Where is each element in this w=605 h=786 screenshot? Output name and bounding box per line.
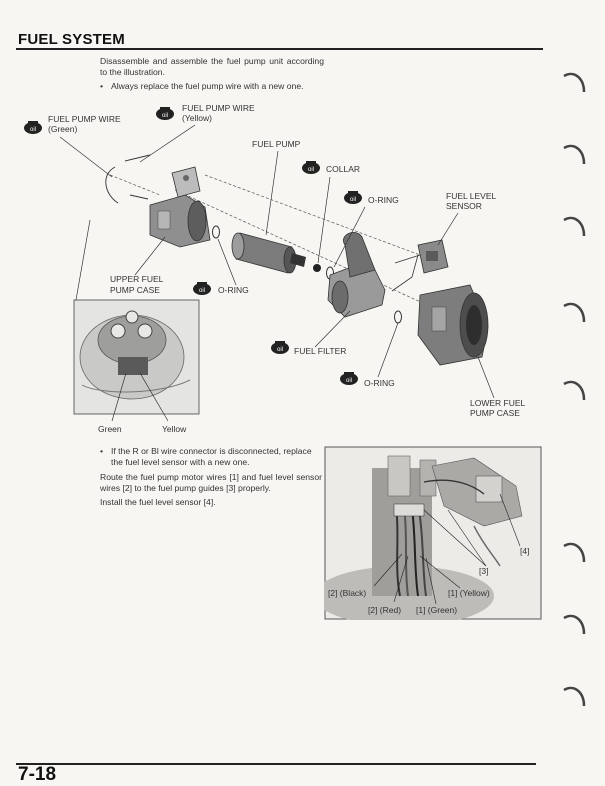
oil-icon-green-wire: oil [24,121,42,134]
label-o-ring-middle: O-RING [218,285,249,295]
oil-icon-upper-pump-wire: oil [156,107,174,120]
binder-tab-mark [563,302,586,323]
photo-leader-lines [373,493,521,605]
photo-label-3: [3] [479,566,488,576]
inset-connector-detail [73,299,200,422]
label-fuel-pump: FUEL PUMP [252,139,301,149]
label-upper-fuel: UPPER FUEL [110,274,164,284]
upper-fuel-pump-case [149,166,211,248]
svg-text:oil: oil [350,197,356,203]
photo-label-green: [1] (Green) [416,605,457,615]
label-fuel-pump-wire-green: FUEL PUMP WIRE [48,114,121,124]
svg-text:oil: oil [199,288,205,294]
photo-label-red: [2] (Red) [368,605,401,615]
oil-icon-collar: oil [302,161,320,174]
fuel-pump-wires [105,154,151,204]
label-o-ring-lower: O-RING [364,378,395,388]
label-green: (Green) [48,124,77,134]
binder-tab-mark [563,216,586,237]
binder-tab-mark [563,542,586,563]
label-collar: COLLAR [326,164,360,174]
bullet-connector-disconnected: • If the R or Bl wire connector is disco… [100,446,322,468]
label-fuel-level: FUEL LEVEL [446,191,497,201]
label-lower-fuel: LOWER FUEL [470,398,526,408]
svg-text:oil: oil [308,167,314,173]
binder-tab-mark [563,380,586,401]
label-pump-case-upper: PUMP CASE [110,285,160,295]
photo-label-4: [4] [520,546,529,556]
svg-text:oil: oil [277,347,283,353]
section-title: FUEL SYSTEM [18,31,125,48]
bullet-dot: • [100,81,104,91]
install-sensor-paragraph: Install the fuel level sensor [4]. [100,497,216,507]
route-wires-paragraph: Route the fuel pump motor wires [1] and … [100,472,322,493]
label-o-ring-upper: O-RING [368,195,399,205]
binder-tab-mark [563,144,586,165]
label-inset-yellow: Yellow [162,424,187,434]
svg-text:oil: oil [30,127,36,133]
bullet-replace-wire: • Always replace the fuel pump wire with… [100,81,330,92]
svg-text:oil: oil [346,378,352,384]
binder-tab-mark [563,614,586,635]
oil-icon-o-ring-lower: oil [340,372,358,385]
o-ring-middle-part [212,225,220,239]
photo-label-black: [2] (Black) [328,588,366,598]
fuel-filter-part [327,232,386,318]
bullet-dot: • [100,446,104,456]
exploded-view-diagram: oil oil oil oil oil oil oil FUEL PUMP WI… [24,103,526,434]
intro-paragraph: Disassemble and assemble the fuel pump u… [100,56,324,77]
binder-tab-mark [563,686,586,707]
oil-icon-fuel-filter: oil [271,341,289,354]
o-ring-lower-part [394,310,402,324]
label-inset-green: Green [98,424,122,434]
oil-icon-o-ring-middle: oil [193,282,211,295]
header-rule [16,48,543,50]
fuel-level-sensor-part [391,239,449,292]
wire-routing-photo: [4] [3] [2] (Black) [1] (Yellow) [2] (Re… [324,446,542,620]
page-number: 7-18 [18,764,57,785]
footer-rule [16,763,536,765]
label-fuel-filter: FUEL FILTER [294,346,346,356]
label-fuel-pump-wire-yellow: FUEL PUMP WIRE [182,103,255,113]
binder-tab-mark [563,72,586,93]
lower-fuel-pump-case [417,284,489,366]
label-yellow: (Yellow) [182,113,212,123]
label-pump-case-lower: PUMP CASE [470,408,520,418]
photo-label-yellow: [1] (Yellow) [448,588,490,598]
fuel-pump-part [231,232,306,274]
svg-text:oil: oil [162,113,168,119]
oil-icon-o-ring-upper: oil [344,191,362,204]
leader-lines [59,124,495,399]
bullet-text: Always replace the fuel pump wire with a… [111,81,304,91]
bullet-text: If the R or Bl wire connector is disconn… [111,446,312,467]
assembly-axis-lines [109,174,461,321]
label-sensor: SENSOR [446,201,482,211]
collar-part [313,264,321,272]
